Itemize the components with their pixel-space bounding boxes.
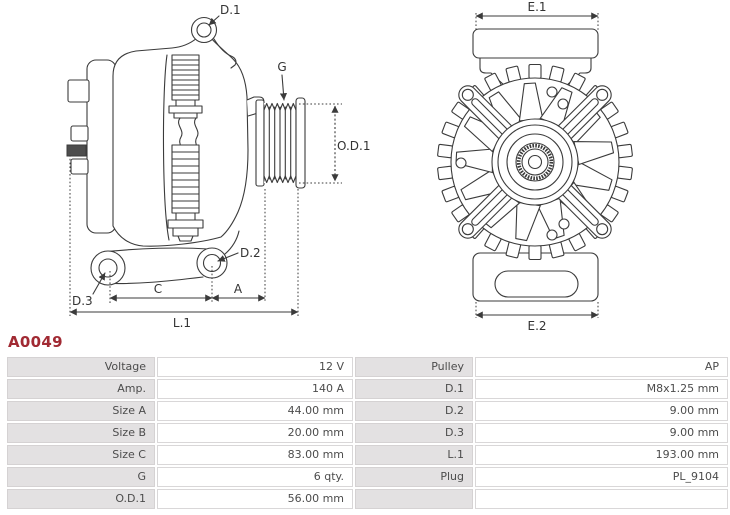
alternator-technical-drawing: D.1 G O.D.1 D.2 D.3 C A L.1 [66, 0, 633, 333]
spec-value: AP [475, 357, 728, 377]
part-code[interactable]: A0049 [8, 333, 63, 351]
side-view-dimensions: D.1 G O.D.1 D.2 D.3 C A L.1 [69, 3, 370, 330]
shaft-spline [516, 143, 554, 181]
alternator-front-view: E.1 E.2 [437, 0, 633, 333]
spec-value: PL_9104 [475, 467, 728, 487]
spec-value [475, 489, 728, 509]
spec-value: M8x1.25 mm [475, 379, 728, 399]
vent-ring [437, 63, 633, 261]
spec-value: 193.00 mm [475, 445, 728, 465]
spec-value: 12 V [157, 357, 353, 377]
spec-value: 6 qty. [157, 467, 353, 487]
top-bracket [472, 28, 599, 87]
hub [491, 118, 579, 206]
spec-label: D.3 [355, 423, 473, 443]
spec-row: Amp.140 A [7, 379, 353, 399]
spec-label: Size A [7, 401, 155, 421]
spec-label: Pulley [355, 357, 473, 377]
spec-label: Plug [355, 467, 473, 487]
shaft-bore [527, 154, 543, 170]
dim-label-od1: O.D.1 [337, 139, 370, 153]
housing-bolt-holes [455, 86, 570, 241]
spec-label: Voltage [7, 357, 155, 377]
dim-label-d3: D.3 [72, 294, 93, 308]
spec-label [355, 489, 473, 509]
spec-row [355, 489, 728, 509]
dim-label-a: A [234, 282, 243, 296]
terminal-block [66, 144, 87, 157]
bottom-bracket [472, 252, 599, 302]
spec-value: 44.00 mm [157, 401, 353, 421]
spec-value: 9.00 mm [475, 401, 728, 421]
spec-label: D.2 [355, 401, 473, 421]
spec-value: 140 A [157, 379, 353, 399]
spec-label: O.D.1 [7, 489, 155, 509]
stator-ribs [167, 54, 204, 242]
alternator-side-view: D.1 G O.D.1 D.2 D.3 C A L.1 [66, 3, 370, 330]
dim-label-e1: E.1 [527, 0, 546, 14]
spec-label: Amp. [7, 379, 155, 399]
spec-value: 83.00 mm [157, 445, 353, 465]
spec-label: L.1 [355, 445, 473, 465]
dim-label-e2: E.2 [527, 319, 546, 333]
spec-value: 9.00 mm [475, 423, 728, 443]
spec-label: G [7, 467, 155, 487]
spec-value: 20.00 mm [157, 423, 353, 443]
front-view-dimensions: E.1 E.2 [475, 0, 599, 333]
dim-label-d2: D.2 [240, 246, 261, 260]
spec-value: 56.00 mm [157, 489, 353, 509]
pulley [255, 97, 306, 189]
dim-label-c: C [154, 282, 162, 296]
dim-label-l1: L.1 [173, 316, 191, 330]
dim-label-g: G [277, 60, 286, 74]
spec-label: D.1 [355, 379, 473, 399]
spec-label: Size B [7, 423, 155, 443]
rear-housing [66, 59, 117, 234]
spec-label: Size C [7, 445, 155, 465]
dim-label-d1: D.1 [220, 3, 241, 17]
